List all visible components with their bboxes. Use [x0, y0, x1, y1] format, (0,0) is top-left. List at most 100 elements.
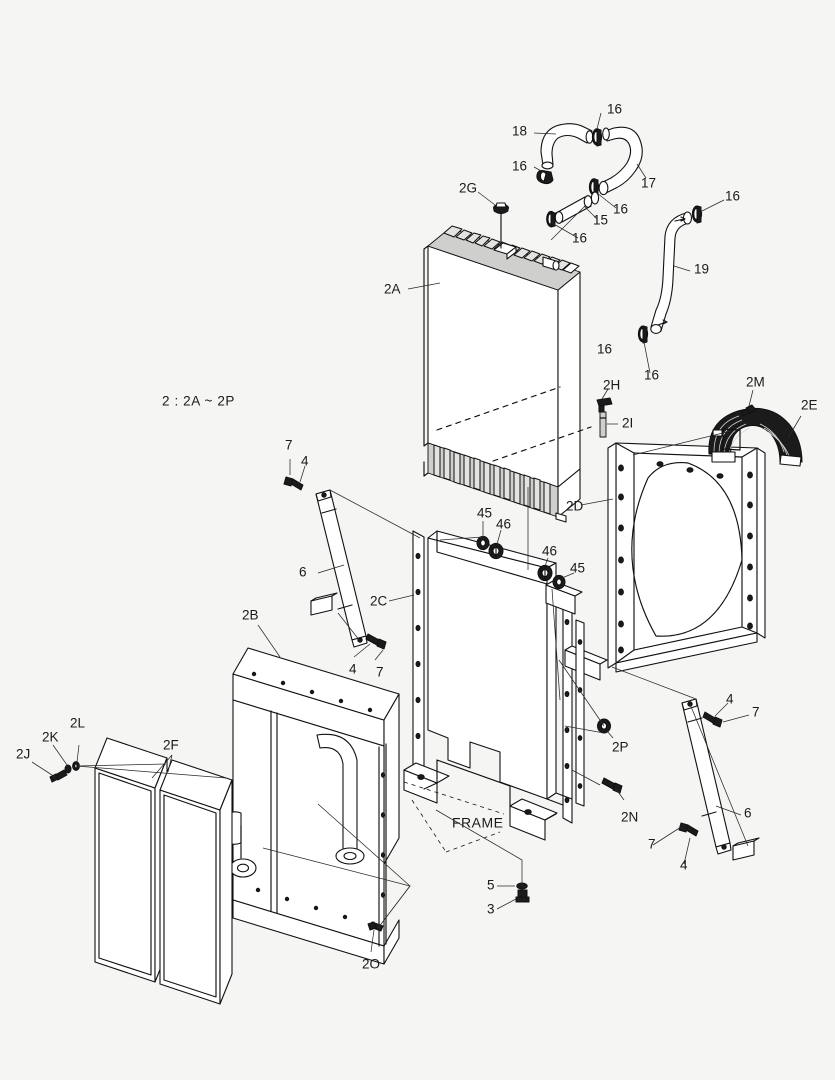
radiator-side-face: [557, 271, 581, 488]
callout-17: 17: [641, 176, 656, 191]
leader-lines: [31, 112, 802, 953]
callout-46-a: 46: [496, 517, 511, 532]
cooler-outlet-flange-hole: [236, 863, 250, 873]
callout-2L: 2L: [70, 716, 86, 731]
washer-set-right: [537, 564, 566, 590]
strut-6-right: [681, 698, 732, 855]
callout-16-b: 16: [512, 159, 527, 174]
shroud-front-plate: [615, 442, 758, 664]
callout-2D: 2D: [566, 499, 584, 514]
hose-17-inlet: [602, 127, 610, 141]
diagram-group-note: 2 : 2A ~ 2P: [162, 394, 235, 409]
pipe-15-end-upper: [583, 195, 593, 208]
air-duct-2E: [708, 407, 803, 467]
strut-left-bracket: [310, 595, 333, 616]
cooler-right-rail-holes: [380, 772, 386, 898]
shroud-corner-links: [615, 442, 758, 664]
shroud-holes-top: [656, 461, 724, 479]
radiator-bottom-left-edge: [423, 461, 429, 477]
pipe-15-sleeve: [590, 191, 600, 205]
callout-2G: 2G: [459, 181, 477, 196]
callout-46-b: 46: [542, 544, 557, 559]
frame-left-post-holes: [415, 552, 421, 740]
radiator-left-edge: [423, 245, 429, 447]
radiator-bottom-fins: [433, 444, 551, 515]
callout-16-a: 16: [607, 102, 622, 117]
bolt-4-upper-left: [283, 476, 304, 491]
bolt-4-upper-right: [702, 711, 723, 728]
radiator-top-fins: [443, 225, 580, 274]
bolt-2M: [740, 404, 757, 417]
duct-strap: [722, 428, 741, 451]
callout-2P: 2P: [612, 740, 629, 755]
bolt-2J: [49, 769, 68, 783]
cooler-bottom-rivets: [255, 887, 348, 920]
hose-19-assembly: [637, 205, 703, 344]
callout-7-c: 7: [752, 705, 760, 720]
frame-foot-right-hole: [524, 809, 532, 815]
grille-panel-right-side: [219, 779, 233, 1005]
clamp-16-hose18-outlet: [591, 128, 603, 147]
callout-18: 18: [512, 124, 527, 139]
radiator-top-tank: [427, 227, 581, 291]
cooler-tube-flange-hole: [343, 851, 357, 861]
grille-panel-right-inner: [163, 794, 217, 998]
strut-6-left-hole-top: [321, 492, 327, 498]
support-frame-2C: [403, 530, 608, 841]
grille-panels-2F: [94, 737, 233, 1005]
bolt-2O: [367, 921, 384, 932]
callout-19: 19: [694, 262, 709, 277]
frame-outer-rail: [575, 619, 585, 807]
callout-4-d: 4: [680, 858, 688, 873]
bolt-2N: [601, 777, 623, 794]
shroud-bottom-thickness: [615, 632, 758, 673]
radiator-bottom-side: [557, 468, 581, 518]
shroud-right-thickness: [756, 447, 766, 639]
washer-46-left: [488, 542, 504, 560]
callout-45-b: 45: [570, 561, 585, 576]
washer-2K: [64, 764, 72, 774]
frame-foot-left-top: [403, 762, 450, 784]
callout-16-e: 16: [725, 189, 740, 204]
frame-left-post: [412, 530, 425, 790]
callout-15: 15: [593, 213, 608, 228]
frame-panel-inner-fold: [436, 530, 548, 585]
callout-2O: 2O: [362, 957, 380, 972]
bolt-3: [515, 889, 530, 903]
hose-19-upper-end: [682, 211, 693, 225]
callout-3: 3: [487, 902, 495, 917]
callout-16-d: 16: [572, 231, 587, 246]
duct-flange-right: [779, 454, 802, 467]
hose-17-outlet: [598, 180, 609, 196]
frame-label: FRAME: [452, 815, 504, 831]
callout-4-c: 4: [726, 692, 734, 707]
radiator-dashed-upper: [436, 386, 561, 431]
strut-6-left-ribs: [321, 508, 353, 610]
callout-45-a: 45: [477, 506, 492, 521]
callout-2B: 2B: [242, 608, 259, 623]
callout-4-a: 4: [301, 454, 309, 469]
callout-2F: 2F: [163, 738, 179, 753]
strut-6-right-ribs: [687, 717, 717, 817]
callout-5: 5: [487, 878, 495, 893]
callout-7-d: 7: [648, 837, 656, 852]
radiator-dashed-lower: [492, 426, 592, 462]
callout-7-b: 7: [376, 665, 384, 680]
callout-16-g: 16: [597, 342, 612, 357]
callout-2A: 2A: [384, 282, 401, 297]
frame-foot-left-hole: [417, 774, 425, 780]
callout-2N: 2N: [621, 810, 638, 825]
radiator-drain: [555, 512, 567, 523]
strut-6-left-hole-bottom: [357, 637, 363, 643]
pipe-15-end-lower: [554, 211, 564, 224]
grille-panel-left: [94, 767, 156, 983]
frame-foot-links: [423, 782, 557, 821]
radiator-outlet-mouth: [552, 260, 560, 271]
callout-2M: 2M: [746, 375, 765, 390]
washer-set-left: [476, 535, 504, 560]
callout-16-c: 16: [613, 202, 628, 217]
grille-panel-left-inner: [98, 772, 152, 976]
callout-6-b: 6: [744, 806, 752, 821]
callout-6-a: 6: [299, 565, 307, 580]
